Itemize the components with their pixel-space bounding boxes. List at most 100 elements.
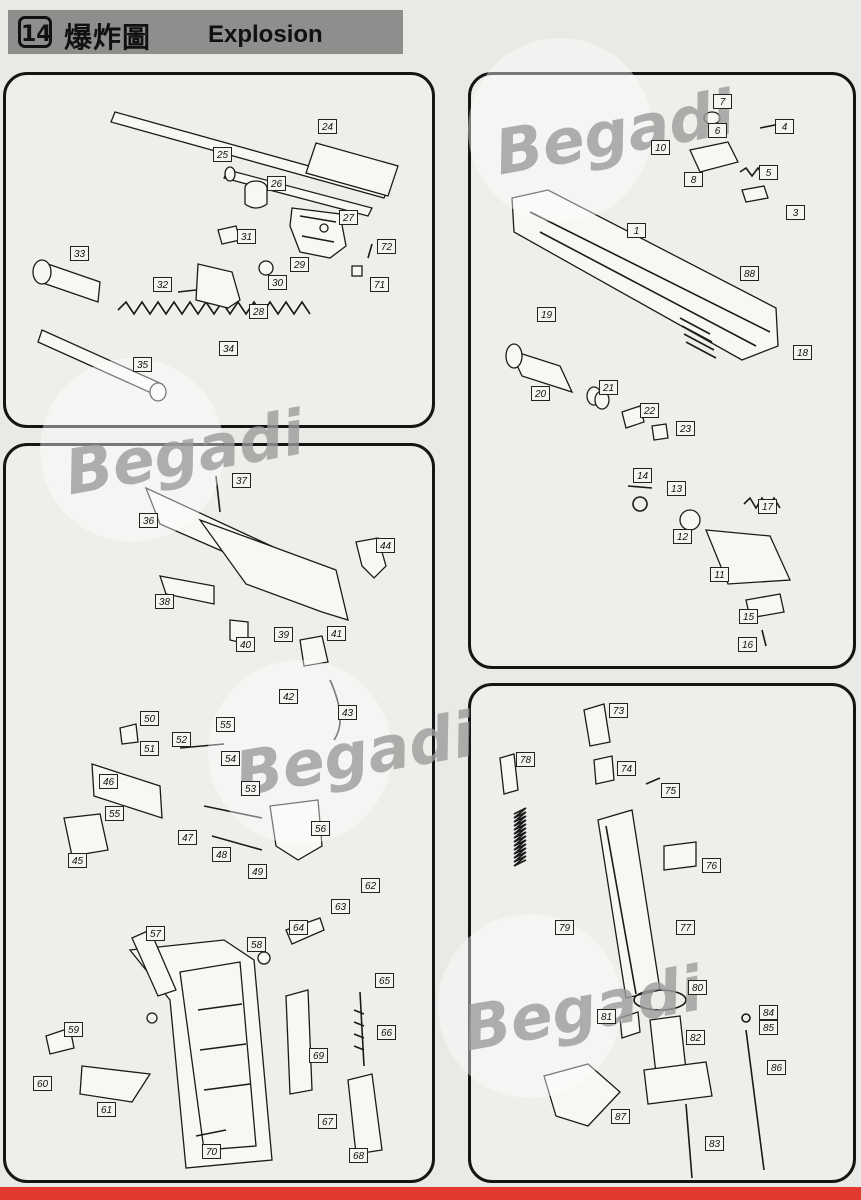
part-number-tag: 67 <box>318 1114 337 1129</box>
part-number-tag: 29 <box>290 257 309 272</box>
section-header: 14 爆炸圖 Explosion <box>8 10 403 54</box>
part-number-tag: 14 <box>633 468 652 483</box>
part-number-tag: 7 <box>713 94 732 109</box>
part-number-tag: 26 <box>267 176 286 191</box>
part-number-tag: 23 <box>676 421 695 436</box>
part-number-tag: 64 <box>289 920 308 935</box>
section-title-chinese: 爆炸圖 <box>64 21 152 54</box>
part-number-tag: 51 <box>140 741 159 756</box>
hop-up-chamber-drawing <box>289 207 347 259</box>
part-number-tag: 35 <box>133 357 152 372</box>
part-number-tag: 83 <box>705 1136 724 1151</box>
part-number-tag: 30 <box>268 275 287 290</box>
part-number-tag: 82 <box>686 1030 705 1045</box>
part-number-tag: 74 <box>617 761 636 776</box>
part-number-tag: 87 <box>611 1109 630 1124</box>
part-number-tag: 45 <box>68 853 87 868</box>
part-number-tag: 63 <box>331 899 350 914</box>
part-number-tag: 47 <box>178 830 197 845</box>
part-number-tag: 50 <box>140 711 159 726</box>
part-number-tag: 78 <box>516 752 535 767</box>
part-number-tag: 84 <box>759 1005 778 1020</box>
part-number-tag: 60 <box>33 1076 52 1091</box>
part-number-tag: 3 <box>786 205 805 220</box>
part-number-tag: 22 <box>640 403 659 418</box>
outer-barrel-drawing <box>110 111 399 199</box>
part-number-tag: 46 <box>99 774 118 789</box>
part-number-tag: 20 <box>531 386 550 401</box>
part-number-tag: 70 <box>202 1144 221 1159</box>
part-number-tag: 76 <box>702 858 721 873</box>
part-number-tag: 80 <box>688 980 707 995</box>
part-number-tag: 16 <box>738 637 757 652</box>
part-number-tag: 1 <box>627 223 646 238</box>
part-number-tag: 6 <box>708 123 727 138</box>
part-number-tag: 13 <box>667 481 686 496</box>
part-number-tag: 38 <box>155 594 174 609</box>
part-number-tag: 4 <box>775 119 794 134</box>
barrel-bushing-drawing <box>244 180 268 209</box>
part-number-tag: 85 <box>759 1020 778 1035</box>
watermark-circle <box>40 358 224 542</box>
part-number-tag: 25 <box>213 147 232 162</box>
part-number-tag: 53 <box>241 781 260 796</box>
part-number-tag: 48 <box>212 847 231 862</box>
part-number-tag: 86 <box>767 1060 786 1075</box>
part-number-tag: 10 <box>651 140 670 155</box>
part-number-tag: 66 <box>377 1025 396 1040</box>
part-number-tag: 88 <box>740 266 759 281</box>
part-number-tag: 31 <box>237 229 256 244</box>
part-number-tag: 32 <box>153 277 172 292</box>
part-number-tag: 62 <box>361 878 380 893</box>
watermark-circle <box>438 914 622 1098</box>
part-number-tag: 12 <box>673 529 692 544</box>
part-number-tag: 18 <box>793 345 812 360</box>
part-number-tag: 52 <box>172 732 191 747</box>
part-number-tag: 69 <box>309 1048 328 1063</box>
part-number-tag: 68 <box>349 1148 368 1163</box>
part-number-tag: 36 <box>139 513 158 528</box>
part-number-tag: 49 <box>248 864 267 879</box>
part-number-tag: 33 <box>70 246 89 261</box>
part-number-tag: 21 <box>599 380 618 395</box>
frame-rails-drawing <box>144 475 349 621</box>
part-number-tag: 39 <box>274 627 293 642</box>
part-number-tag: 37 <box>232 473 251 488</box>
part-number-tag: 41 <box>327 626 346 641</box>
part-number-tag: 15 <box>739 609 758 624</box>
section-number: 14 <box>18 16 52 48</box>
part-number-tag: 17 <box>758 499 777 514</box>
small-parts-drawing <box>177 225 373 309</box>
part-number-tag: 5 <box>759 165 778 180</box>
watermark-circle <box>468 38 652 222</box>
part-number-tag: 55 <box>216 717 235 732</box>
part-number-tag: 43 <box>338 705 357 720</box>
part-number-tag: 19 <box>537 307 556 322</box>
part-number-tag: 61 <box>97 1102 116 1117</box>
part-number-tag: 8 <box>684 172 703 187</box>
part-number-tag: 34 <box>219 341 238 356</box>
part-number-tag: 54 <box>221 751 240 766</box>
part-number-tag: 57 <box>146 926 165 941</box>
magazine-drawing <box>499 703 765 1179</box>
slide-drawing <box>511 189 779 361</box>
recoil-spring-guide-drawing <box>32 259 311 402</box>
part-number-tag: 59 <box>64 1022 83 1037</box>
part-number-tag: 72 <box>377 239 396 254</box>
part-number-tag: 58 <box>247 937 266 952</box>
part-number-tag: 44 <box>376 538 395 553</box>
part-number-tag: 77 <box>676 920 695 935</box>
grip-frame-drawing <box>45 917 383 1169</box>
part-number-tag: 55 <box>105 806 124 821</box>
part-number-tag: 40 <box>236 637 255 652</box>
part-number-tag: 65 <box>375 973 394 988</box>
part-number-tag: 81 <box>597 1009 616 1024</box>
part-number-tag: 42 <box>279 689 298 704</box>
part-number-tag: 27 <box>339 210 358 225</box>
part-number-tag: 79 <box>555 920 574 935</box>
part-number-tag: 75 <box>661 783 680 798</box>
bottom-color-bar <box>0 1187 861 1200</box>
part-number-tag: 11 <box>710 567 729 582</box>
